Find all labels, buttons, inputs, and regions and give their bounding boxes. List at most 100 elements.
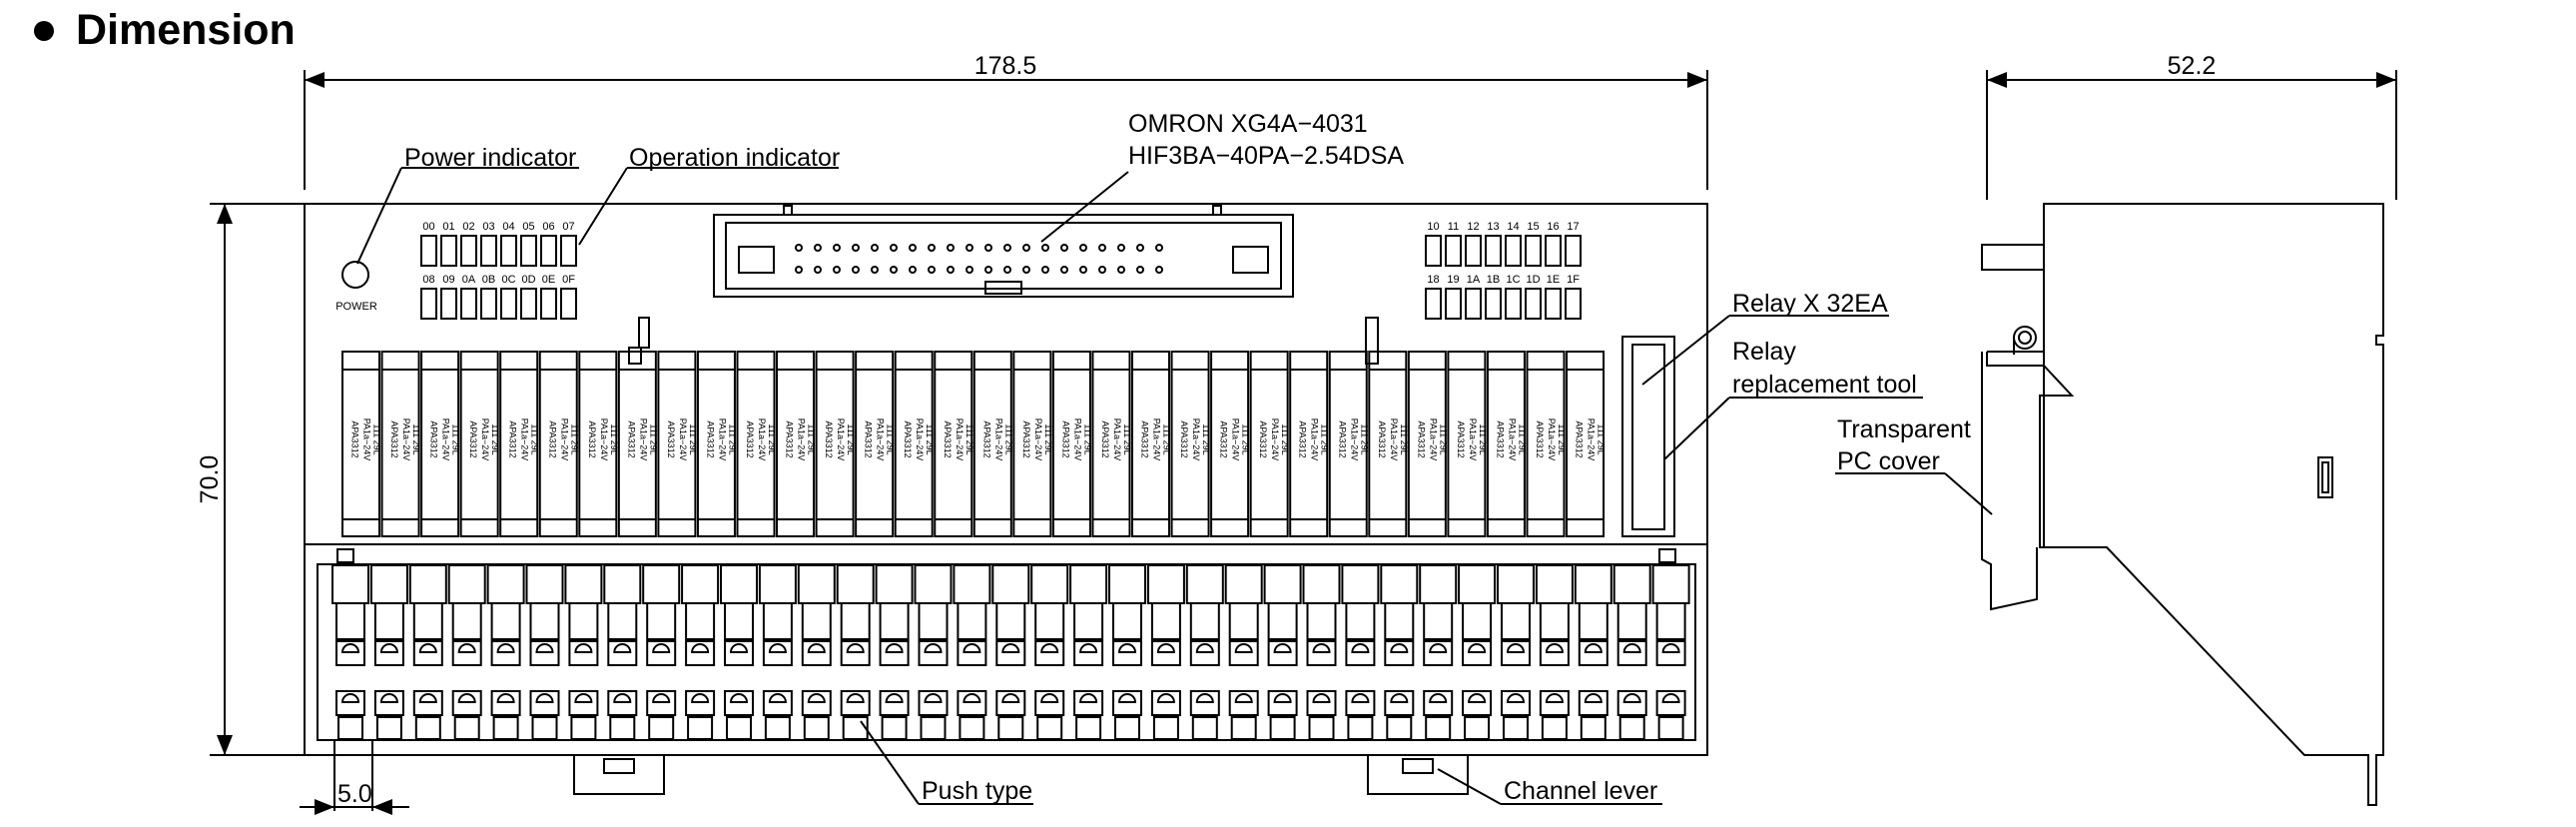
relay-marking: PA1a−24V xyxy=(915,418,925,461)
push-type-icon xyxy=(1584,643,1603,653)
terminal-column xyxy=(720,564,758,740)
connector-pin xyxy=(814,244,822,252)
terminal-column xyxy=(603,564,642,740)
push-type-icon xyxy=(1429,643,1448,653)
terminal-push-lower xyxy=(568,690,599,716)
cover-line2: PC cover xyxy=(1837,447,1940,475)
relay-marking: PA1a−24V xyxy=(441,418,451,461)
terminal-push-upper xyxy=(879,640,910,666)
connector-pin xyxy=(928,244,936,252)
relay-marking: 111 29L xyxy=(1438,423,1448,454)
terminal-column xyxy=(1419,564,1458,740)
terminal-upper xyxy=(681,564,720,604)
relay-marking: PA1a−24V xyxy=(876,418,886,461)
terminal-push-upper xyxy=(607,640,638,666)
terminal-screw xyxy=(609,716,636,740)
pitch-dimension: 5.0 xyxy=(300,739,409,815)
led-label: 04 xyxy=(502,221,514,233)
push-type-icon xyxy=(924,693,943,703)
led-label: 02 xyxy=(462,221,474,233)
terminal-lever xyxy=(1345,602,1376,640)
relay-marking: APA3312 xyxy=(981,420,991,457)
connector-pin xyxy=(1060,244,1068,252)
relay-body xyxy=(1526,351,1566,537)
terminal-upper xyxy=(914,564,953,604)
relay-marking: PA1a−24V xyxy=(599,418,609,461)
terminal-upper xyxy=(758,564,797,604)
relay-marking: PA1a−24V xyxy=(1547,418,1557,461)
push-type-icon xyxy=(1545,643,1564,653)
relay-marking: 111 29L xyxy=(1122,423,1132,454)
terminal-upper xyxy=(1146,564,1185,604)
push-type-icon xyxy=(1156,693,1175,703)
terminal-push-upper xyxy=(1345,640,1376,666)
terminal-push-upper xyxy=(1150,640,1181,666)
relay-body xyxy=(499,351,539,537)
terminal-lever xyxy=(451,602,482,640)
led-label: 06 xyxy=(542,221,554,233)
led-indicator xyxy=(1445,235,1462,267)
terminal-column xyxy=(1185,564,1224,740)
push-type-icon xyxy=(535,643,554,653)
relay-body xyxy=(1051,351,1091,537)
led-label: 00 xyxy=(422,221,434,233)
terminal-push-upper xyxy=(762,640,793,666)
push-type-icon xyxy=(1351,643,1370,653)
relay-marking: 111 29L xyxy=(1399,423,1409,454)
relay-tool-line2: replacement tool xyxy=(1732,371,1917,399)
relay-marking: PA1a−24V xyxy=(1033,418,1043,461)
terminal-push-lower xyxy=(490,690,521,716)
terminal-screw xyxy=(648,716,675,740)
push-type-icon xyxy=(1079,643,1098,653)
terminal-push-lower xyxy=(1539,690,1570,716)
terminal-lever xyxy=(1423,602,1454,640)
push-type-icon xyxy=(1390,643,1409,653)
led-indicator xyxy=(1425,288,1442,320)
terminal-push-upper xyxy=(840,640,871,666)
terminal-screw xyxy=(881,716,908,740)
terminal-push-lower xyxy=(1578,690,1609,716)
terminal-push-upper xyxy=(412,640,443,666)
relay-marking: PA1a−24V xyxy=(1191,418,1201,461)
led-indicator xyxy=(440,235,457,267)
terminal-lever xyxy=(1267,602,1298,640)
relay-marking: APA3312 xyxy=(943,420,953,457)
push-type-icon xyxy=(963,693,981,703)
push-type-icon xyxy=(729,643,749,653)
terminal-push-upper xyxy=(1501,640,1531,666)
relay-body xyxy=(776,351,816,537)
terminal-push-upper xyxy=(801,640,832,666)
terminal-column xyxy=(797,564,836,740)
connector-pin xyxy=(1022,266,1030,274)
push-type-icon xyxy=(574,643,593,653)
relay-marking: 111 29L xyxy=(609,423,619,454)
relay-marking: PA1a−24V xyxy=(797,418,807,461)
relay-tool-line1: Relay xyxy=(1732,338,1796,366)
led-indicator xyxy=(500,235,517,267)
led-label: 08 xyxy=(422,274,434,286)
terminal-push-lower xyxy=(529,690,560,716)
relay-marking: 111 29L xyxy=(1201,423,1211,454)
terminal-screw xyxy=(337,716,363,740)
led-label: 0E xyxy=(542,274,555,286)
relay-body xyxy=(972,351,1012,537)
terminal-upper xyxy=(1497,564,1535,604)
callout-relay-count: Relay X 32EA xyxy=(1641,290,1889,386)
relay-body xyxy=(1407,351,1447,537)
terminal-upper xyxy=(603,564,642,604)
terminal-screw xyxy=(570,716,597,740)
terminal-column xyxy=(642,564,681,740)
led-indicator xyxy=(560,288,577,320)
relay-marking: APA3312 xyxy=(1337,420,1347,457)
terminal-push-lower xyxy=(1384,690,1415,716)
terminal-column xyxy=(1341,564,1380,740)
connector-pin xyxy=(1003,266,1011,274)
terminal-upper xyxy=(1108,564,1146,604)
section-heading: Dimension xyxy=(34,6,296,55)
